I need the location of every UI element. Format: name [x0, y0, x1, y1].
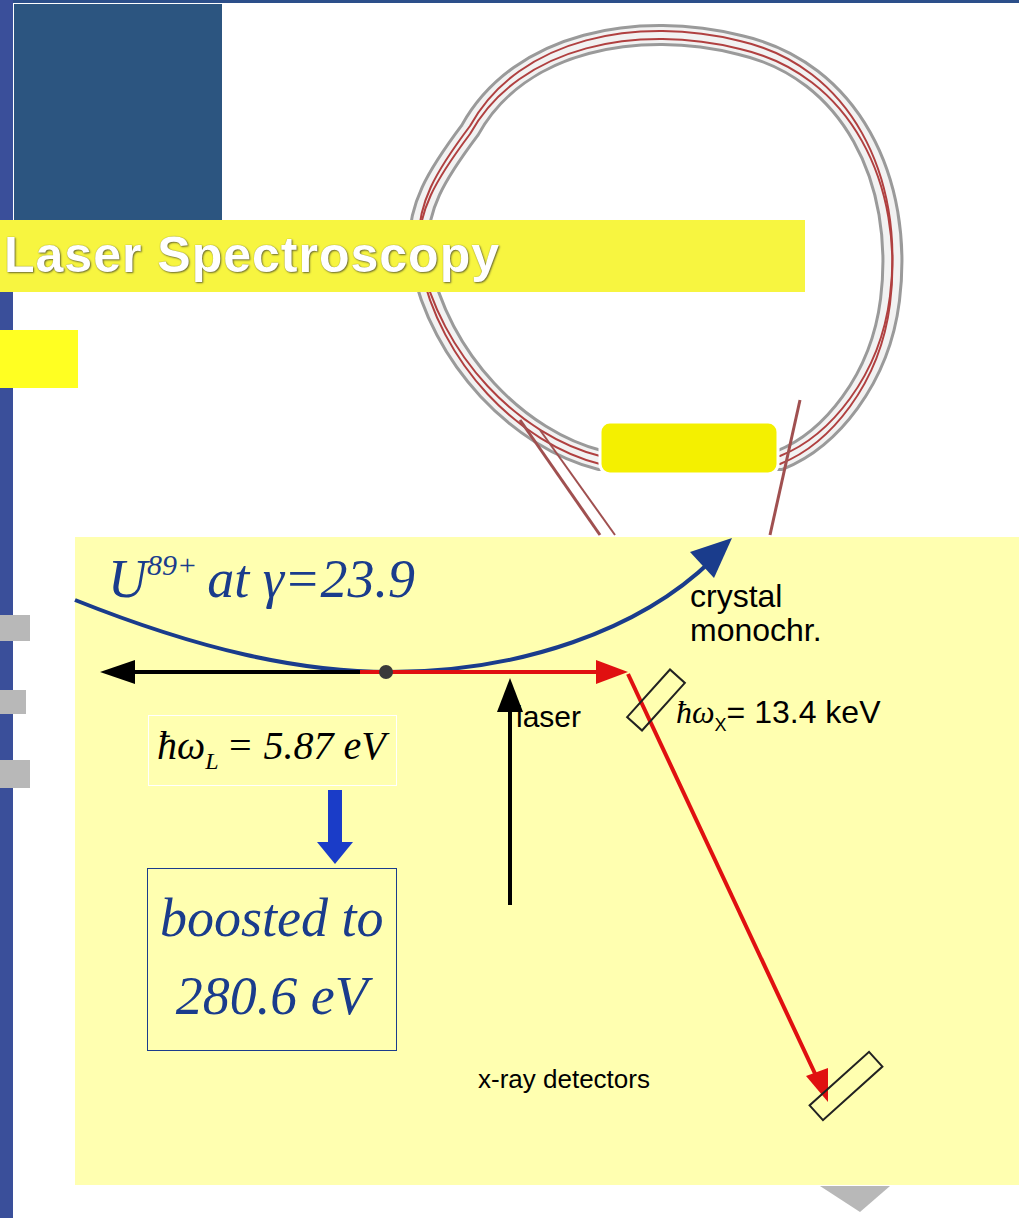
label-text: laser — [516, 700, 581, 733]
experiment-panel — [75, 537, 1019, 1185]
xray-energy-label: ħωX= 13.4 keV — [676, 694, 881, 736]
interaction-point — [379, 665, 393, 679]
top-rule — [0, 0, 1019, 3]
label-text: 89+ — [147, 548, 197, 581]
energy-symbol: ħω — [157, 723, 205, 768]
xray-beam — [360, 670, 600, 674]
laser-label: laser — [516, 700, 581, 734]
label-text: X — [715, 715, 727, 735]
title-band: Laser Spectroscopy — [0, 220, 805, 292]
energy-value: = 5.87 eV — [227, 723, 386, 768]
xray-reflected — [628, 674, 818, 1080]
energy-subscript: L — [205, 748, 218, 774]
crystal-label: crystal monochr. — [690, 580, 860, 647]
ion-label: U89+ at γ=23.9 — [108, 548, 415, 610]
label-text: = 13.4 keV — [727, 694, 881, 730]
xray-arrowhead — [806, 1068, 828, 1102]
laser-input — [508, 708, 512, 905]
small-yellow-tab — [0, 330, 78, 388]
corner-block — [14, 4, 222, 220]
title-text: Laser Spectroscopy — [4, 227, 500, 283]
label-text: U — [108, 549, 147, 609]
label-text: x-ray detectors — [478, 1064, 650, 1094]
ion-arrowhead — [690, 538, 732, 578]
energy-boost-arrow — [317, 790, 353, 864]
detector-symbol — [810, 1052, 883, 1120]
laser-arrowhead — [100, 660, 135, 684]
xray-arrowhead — [596, 660, 628, 684]
label-text: crystal monochr. — [690, 578, 822, 648]
boosted-energy-box: boosted to280.6 eV — [147, 868, 397, 1051]
side-bar — [0, 0, 13, 1218]
laser-energy-box: ħωL = 5.87 eV — [148, 715, 397, 786]
boost-caption: boosted to — [160, 879, 384, 957]
detector-label: x-ray detectors — [478, 1064, 650, 1095]
label-text: ħω — [676, 694, 715, 730]
label-text: at γ=23.9 — [207, 549, 415, 609]
boost-value: 280.6 eV — [160, 957, 384, 1035]
